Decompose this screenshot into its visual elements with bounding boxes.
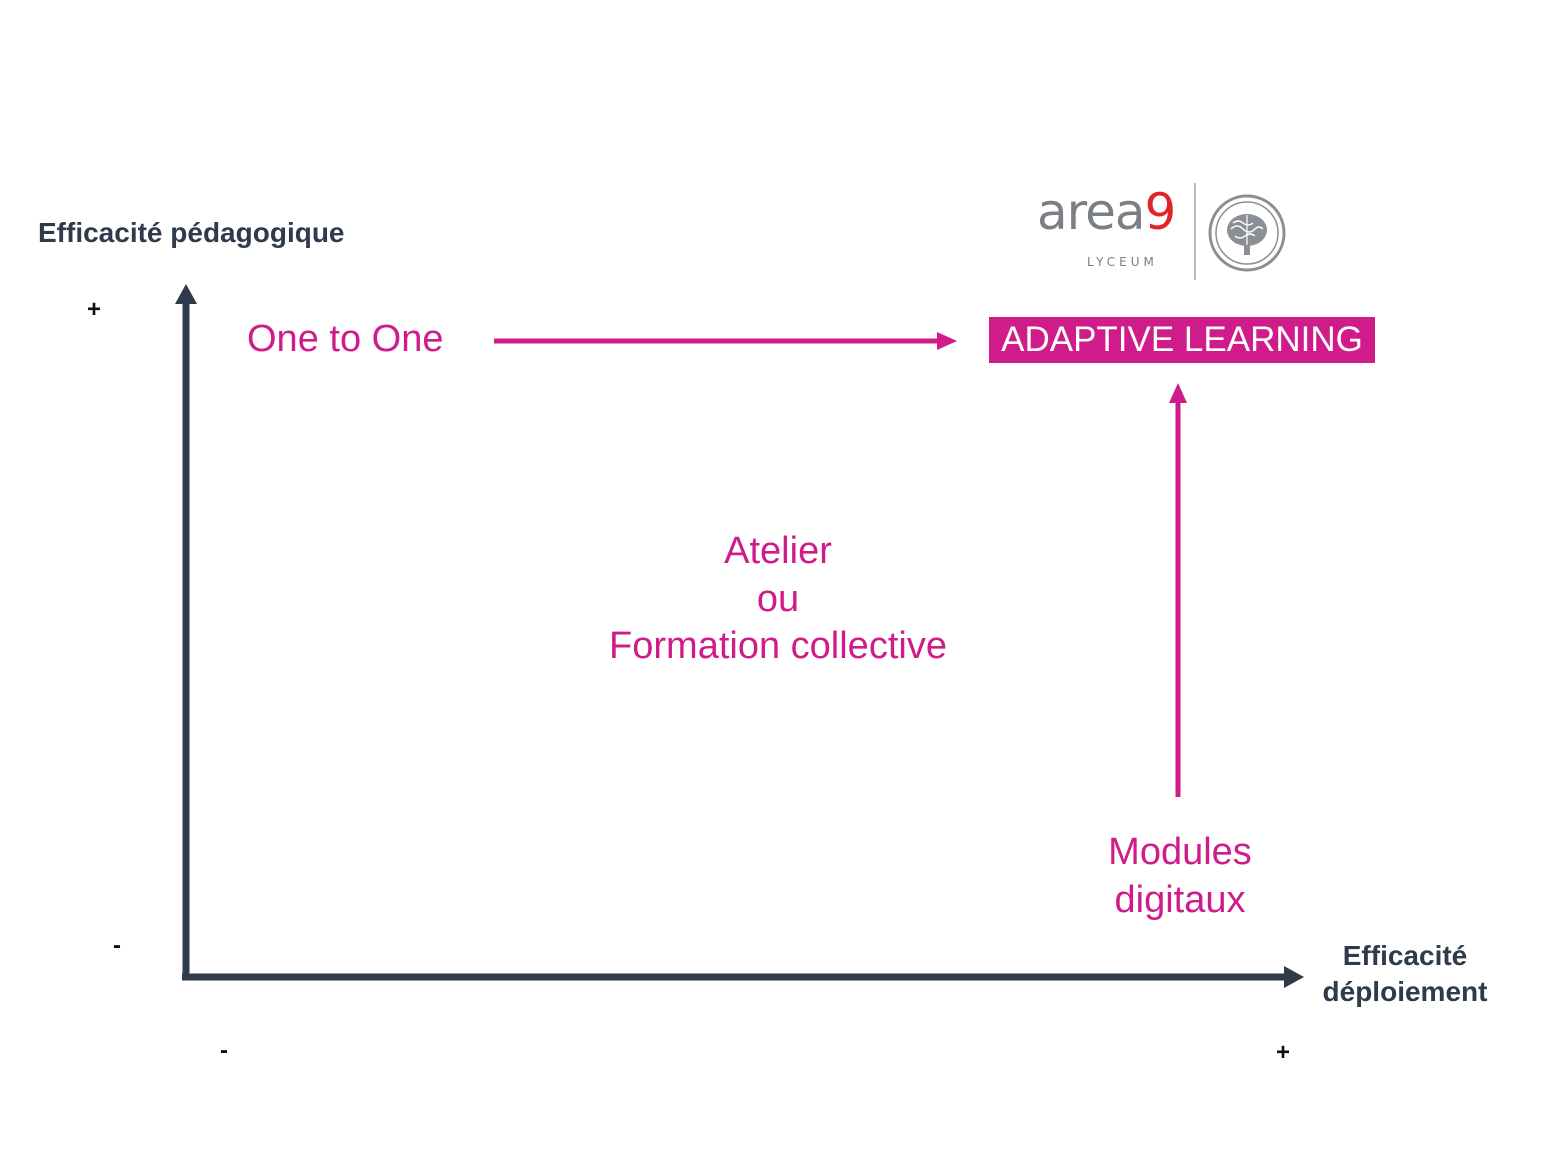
- logo-digit: 9: [1144, 183, 1177, 241]
- atelier-line2: ou: [756, 577, 800, 620]
- node-modules-digitaux: Modules digitaux: [1080, 829, 1280, 924]
- logo-divider: [1194, 183, 1196, 280]
- x-axis-plus-marker: +: [1276, 1039, 1291, 1066]
- arrow-one-to-one-head: [937, 332, 957, 350]
- node-atelier-formation: Atelier ou Formation collective: [560, 528, 996, 671]
- node-one-to-one: One to One: [247, 318, 444, 360]
- atelier-line3: Formation collective: [609, 625, 947, 667]
- y-axis-arrowhead: [175, 284, 197, 304]
- x-axis-title-line1: Efficacité: [1342, 940, 1468, 971]
- atelier-line1: Atelier: [724, 530, 832, 572]
- node-adaptive-learning: ADAPTIVE LEARNING: [989, 317, 1375, 363]
- x-axis-title-line2: déploiement: [1322, 976, 1488, 1008]
- logo-word: area: [1037, 183, 1145, 241]
- x-axis-title: Efficacité déploiement: [1300, 938, 1510, 1011]
- arrow-modules-head: [1169, 383, 1187, 403]
- y-axis-title: Efficacité pédagogique: [38, 217, 345, 248]
- area9-lyceum-logo: area9 LYCEUM: [1035, 183, 1295, 283]
- x-axis-minus-marker: -: [220, 1037, 228, 1064]
- y-axis-minus-marker: -: [113, 932, 121, 959]
- y-axis-plus-marker: +: [87, 296, 102, 323]
- logo-subtitle: LYCEUM: [1087, 255, 1158, 269]
- brain-icon: [1208, 194, 1286, 272]
- x-axis-arrowhead: [1284, 966, 1304, 988]
- logo-wordmark: area9: [1037, 183, 1177, 241]
- modules-line1: Modules: [1108, 831, 1252, 873]
- modules-line2: digitaux: [1114, 878, 1246, 921]
